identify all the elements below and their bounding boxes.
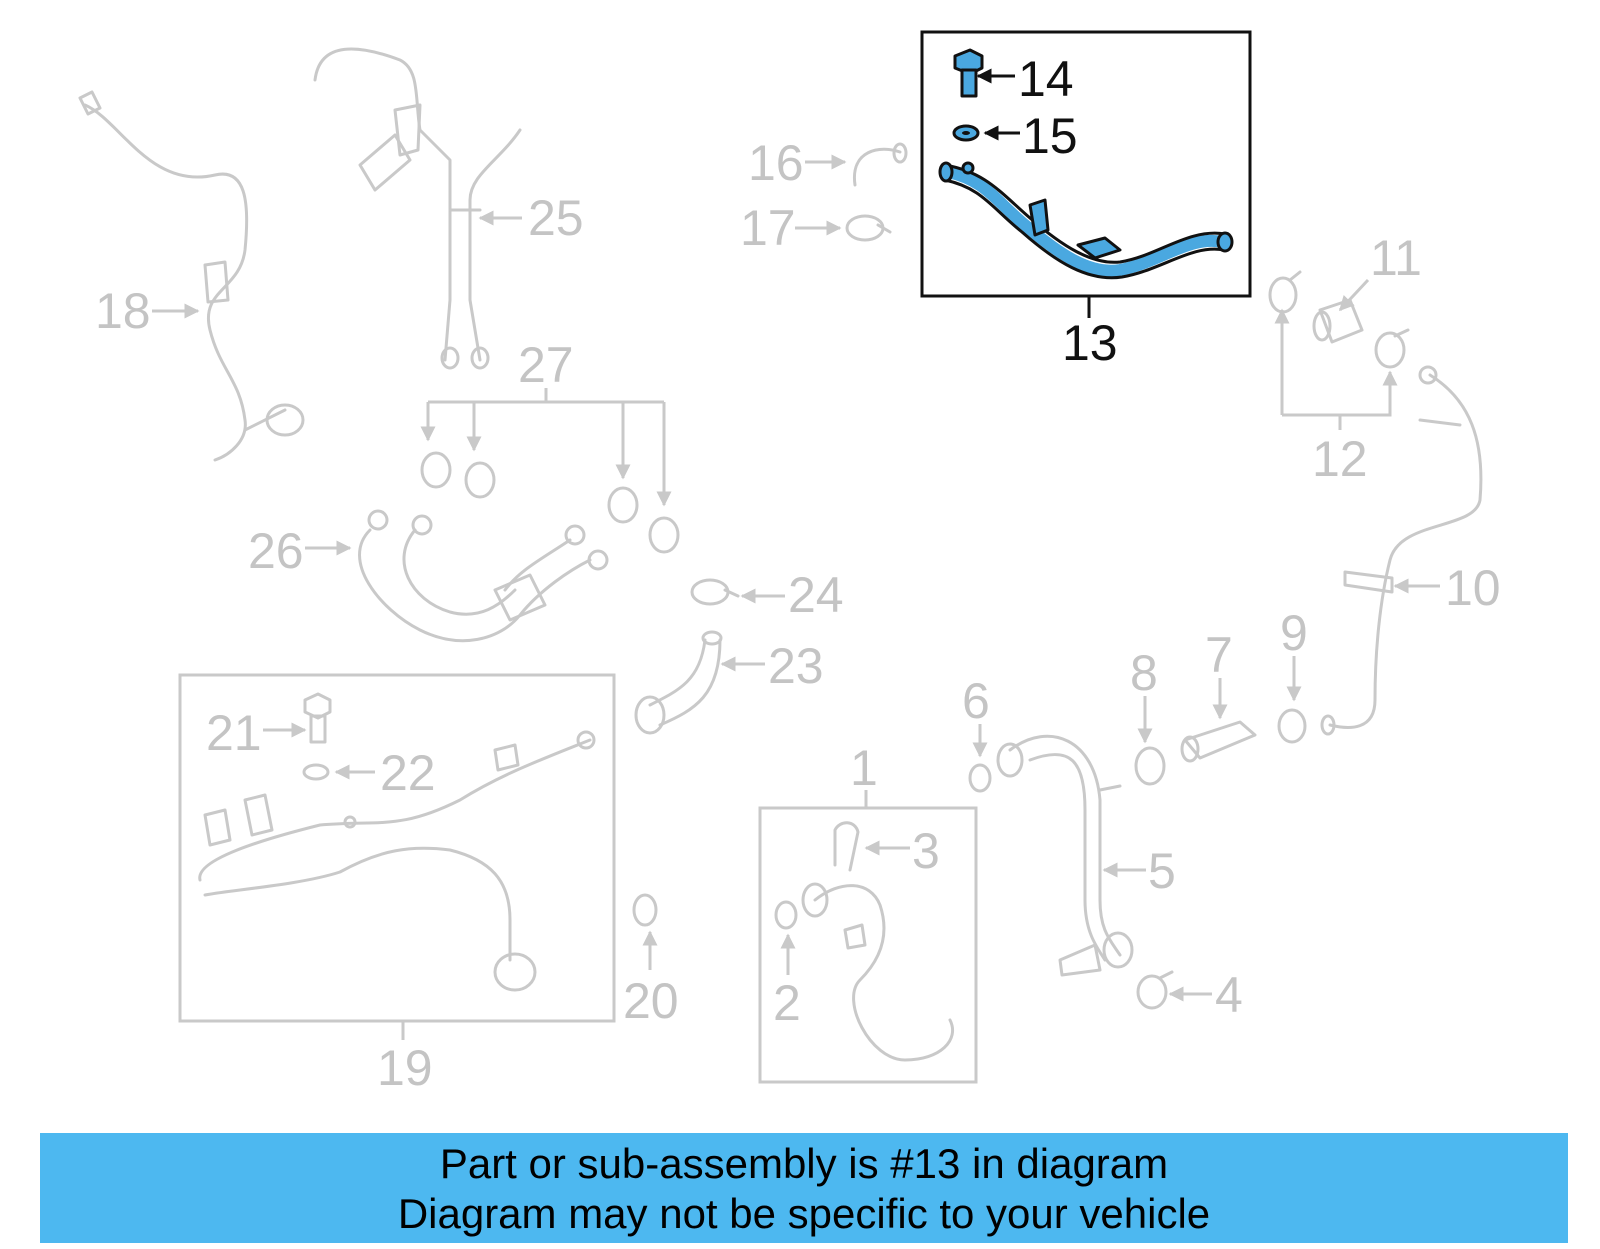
part-19-pipe [198, 730, 596, 992]
callout-26: 26 [248, 523, 304, 579]
part-14-bolt [953, 48, 984, 98]
part-8-clamp [1134, 746, 1166, 786]
callout-3: 3 [912, 823, 940, 879]
callout-19: 19 [377, 1040, 433, 1096]
leader-11 [1338, 278, 1370, 312]
callout-13: 13 [1062, 315, 1118, 371]
part-25-hose [313, 47, 522, 370]
callout-1: 1 [850, 740, 878, 796]
banner-line-2: Diagram may not be specific to your vehi… [397, 1190, 1211, 1237]
callout-5: 5 [1148, 843, 1176, 899]
part-12-clamps [1268, 270, 1410, 369]
part-1-box [758, 806, 978, 1084]
part-4-clamp [1136, 970, 1174, 1010]
part-17-clamp [845, 214, 892, 242]
callout-27: 27 [518, 337, 574, 393]
callout-9: 9 [1280, 605, 1308, 661]
part-9-clamp [1277, 708, 1307, 744]
callout-17: 17 [740, 200, 796, 256]
part-15-washer [952, 124, 980, 142]
callout-2: 2 [773, 975, 801, 1031]
part-6-washer [968, 763, 992, 793]
part-7-hose [1180, 720, 1257, 763]
part-10-pipe [1320, 365, 1483, 736]
part-21-bolt [303, 692, 332, 744]
callout-8: 8 [1130, 645, 1158, 701]
part-20-washer [632, 893, 658, 927]
part-13-box [920, 30, 1252, 298]
callout-6: 6 [962, 673, 990, 729]
part-2-washer [774, 900, 798, 930]
part-22-washer [302, 763, 330, 781]
callout-22: 22 [380, 745, 436, 801]
callout-24: 24 [788, 567, 844, 623]
callout-4: 4 [1215, 967, 1243, 1023]
callout-16: 16 [748, 135, 804, 191]
callout-15: 15 [1022, 108, 1078, 164]
part-18-hose [78, 90, 305, 462]
callout-25: 25 [528, 190, 584, 246]
part-11-hose [1312, 298, 1364, 344]
callout-14: 14 [1018, 51, 1074, 107]
part-1-pipe [801, 882, 955, 1062]
part-16-hose [853, 142, 908, 187]
part-26-hose [358, 509, 609, 643]
callout-18: 18 [95, 283, 151, 339]
part-19-box [178, 673, 616, 1023]
banner-line-1: Part or sub-assembly is #13 in diagram [439, 1140, 1169, 1187]
part-5-hose [996, 734, 1134, 977]
callout-20: 20 [623, 973, 679, 1029]
part-3-clip [833, 821, 860, 872]
callout-21: 21 [206, 705, 262, 761]
callout-12: 12 [1312, 431, 1368, 487]
callout-7: 7 [1205, 627, 1233, 683]
leader-12b [1282, 370, 1398, 417]
callout-23: 23 [768, 638, 824, 694]
part-24-clamp [690, 578, 740, 606]
info-banner: Part or sub-assembly is #13 in diagram D… [40, 1133, 1568, 1243]
part-23-hose [634, 630, 723, 735]
part-13-pipe[interactable] [938, 161, 1234, 280]
callout-10: 10 [1445, 560, 1501, 616]
callout-11: 11 [1370, 230, 1422, 286]
part-27-clamps [420, 451, 680, 554]
